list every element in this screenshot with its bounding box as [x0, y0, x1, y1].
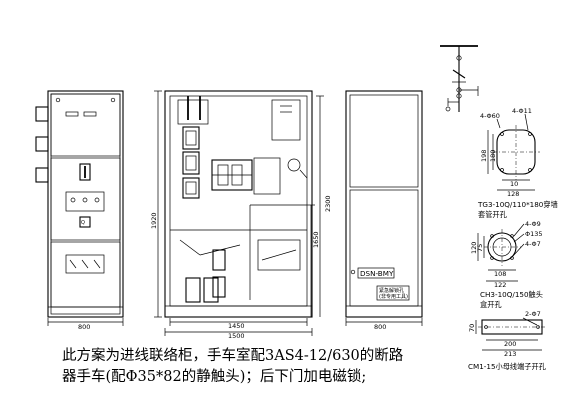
lower-door-window — [65, 254, 105, 274]
front-upper-door — [50, 93, 121, 157]
warning-plate — [376, 285, 410, 301]
ch3-height-dim-1: 120 — [470, 242, 478, 254]
nameplate — [357, 267, 395, 279]
upper-door-hinge-icon — [110, 97, 116, 103]
ct-coil-icon — [456, 93, 462, 99]
ch3-dim-2: Φ135 — [525, 230, 543, 238]
ch3-title-line2: 盒开孔 — [480, 300, 502, 309]
nameplate-text: DSN-BMY — [360, 269, 394, 278]
breaker-mechanism — [253, 157, 281, 195]
ch3-width-dim-1: 108 — [494, 270, 506, 278]
cm1-height-dim: 70 — [468, 324, 476, 332]
cable-gland-icon — [35, 136, 49, 152]
upper-door-window — [65, 111, 79, 117]
front-width-dim: 800 — [78, 323, 90, 331]
cm1-width-dim-2: 213 — [504, 350, 516, 358]
cm1-width-dim-1: 200 — [504, 340, 516, 348]
side-inner-width-dim: 1450 — [228, 322, 245, 330]
front-cabinet-outline — [47, 90, 124, 318]
ch3-dim-3: 4-Φ7 — [525, 240, 541, 248]
warning-plate-line1: 紧急解锁孔 — [379, 287, 404, 294]
overall-height-dim: 2300 — [324, 195, 332, 212]
earthing-switch — [257, 239, 301, 271]
cm1-hole-dim: 2-Φ7 — [525, 310, 541, 318]
warning-plate-line2: (非专用工具) — [379, 293, 408, 300]
rear-view: DSN-BMY 紧急解锁孔 (非专用工具) 800 — [345, 90, 423, 331]
single-line-diagram — [440, 45, 479, 112]
cm1-terminal-cutout: 2-Φ7 70 200 213 CM1-15小母线端子开孔 — [468, 310, 546, 371]
tg3-width-dim-2: 10 — [510, 180, 518, 188]
side-outer-width-dim: 1500 — [228, 332, 245, 340]
tg3-bushing-cutout: 4-Φ60 4-Φ11 198 180 10 128 TG3-10Q/110*1… — [477, 107, 558, 219]
bushing-icon — [182, 177, 200, 199]
side-section-view: 1920 2300 1650 1450 1500 — [150, 90, 332, 340]
cm1-title: CM1-15小母线端子开孔 — [468, 362, 546, 371]
tg3-height-dim-2: 180 — [489, 150, 497, 162]
breaker-contact-icon — [456, 55, 462, 61]
cable-terminal-icon — [203, 277, 219, 303]
upper-door-window — [83, 111, 97, 117]
front-base-plinth — [47, 306, 124, 318]
svg-text:Q: Q — [81, 220, 85, 226]
cable-gland-icon — [35, 167, 49, 183]
current-transformer-icon — [212, 249, 226, 271]
tg3-hole-dim-2: 4-Φ11 — [512, 107, 532, 115]
side-cabinet-outline — [164, 90, 313, 318]
tg3-width-dim-1: 128 — [507, 190, 519, 198]
cable-gland-icon — [35, 106, 49, 122]
side-base — [164, 305, 313, 318]
rear-cabinet-outline — [345, 90, 423, 318]
rear-base — [345, 305, 423, 318]
ch3-height-dim-2: 75 — [476, 244, 484, 252]
side-height-dim: 1920 — [150, 212, 158, 229]
front-inner-frame — [50, 93, 121, 315]
door-lock-icon — [79, 216, 91, 228]
ch3-title-line1: CH3-10Q/150触头 — [480, 290, 543, 299]
caption-line-1: 此方案为进线联络柜，手车室配3AS4-12/630的断路 — [62, 348, 404, 364]
cable-terminal-icon — [185, 277, 201, 303]
current-transformer-icon — [212, 276, 226, 298]
tg3-height-dim-1: 198 — [480, 150, 488, 162]
bushing-icon — [182, 126, 200, 150]
busbar-compartment — [177, 99, 209, 125]
rear-width-dim: 800 — [374, 323, 386, 331]
operating-handle-icon — [79, 163, 91, 181]
bushing-icon — [182, 151, 200, 175]
ch3-dim-1: 4-Φ9 — [525, 220, 541, 228]
busbar-insulator-icon — [287, 158, 301, 172]
tg3-title-line1: TG3-10Q/110*180穿墙 — [477, 200, 558, 209]
electromagnetic-lock-icon — [350, 269, 356, 275]
ch3-contact-box-cutout: 4-Φ9 Φ135 4-Φ7 120 75 108 122 CH3-10Q/15… — [470, 220, 543, 309]
front-middle-door — [50, 157, 121, 241]
front-lower-door — [50, 241, 121, 308]
indicator-panel — [65, 191, 105, 212]
caption-line-2: 器手车(配Φ35*82的静触头)；后下门加电磁锁; — [62, 369, 367, 385]
inner-height-dim: 1650 — [312, 231, 320, 248]
tg3-title-line2: 套管开孔 — [478, 210, 507, 219]
rear-upper-panel — [349, 94, 419, 188]
front-view: Q 800 — [35, 90, 124, 331]
tg3-hole-dim-1: 4-Φ60 — [480, 112, 500, 120]
upper-door-hinge-icon — [55, 97, 61, 103]
rear-busbar-room — [271, 99, 301, 141]
ch3-width-dim-2: 122 — [494, 281, 506, 289]
